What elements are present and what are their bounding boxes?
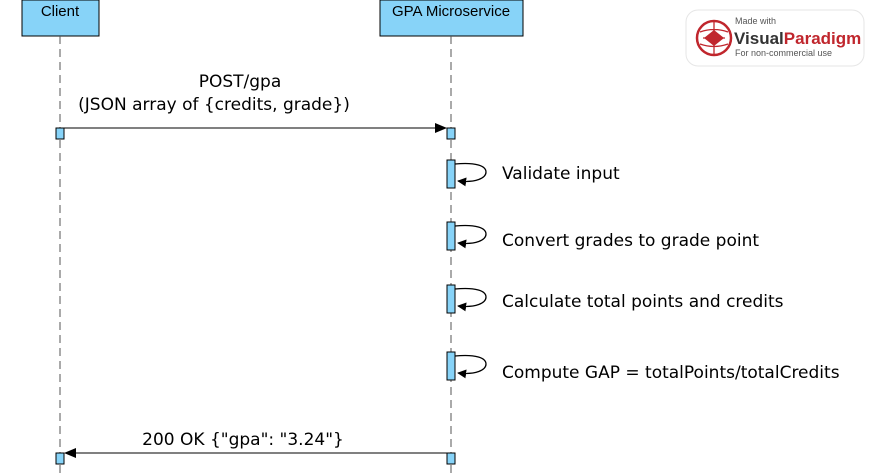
participant-service-label: GPA Microservice (392, 3, 510, 20)
response-label: 200 OK {"gpa": "3.24"} (142, 430, 344, 450)
client-activation-response (55, 452, 65, 465)
convert-self-arrow (454, 224, 487, 249)
validate-label: Validate input (502, 164, 620, 184)
watermark-made-with: Made with (735, 16, 776, 26)
message-validate-input[interactable]: Validate input (454, 162, 620, 187)
calculate-label: Calculate total points and credits (502, 292, 784, 312)
watermark-brand: VisualParadigm (734, 29, 861, 48)
calculate-self-arrow (454, 287, 487, 312)
request-label-line1: POST/gpa (199, 72, 282, 92)
watermark-box (685, 9, 865, 67)
compute-label: Compute GAP = totalPoints/totalCredits (502, 363, 840, 383)
request-label-line2: (JSON array of {credits, grade}) (78, 95, 350, 115)
message-response[interactable]: 200 OK {"gpa": "3.24"} (64, 430, 447, 458)
participant-client-box (21, 0, 100, 37)
participant-client[interactable]: Client (21, 0, 100, 37)
service-activation-calculate (446, 284, 456, 314)
participant-service-box (379, 0, 524, 37)
service-activation-request (446, 127, 456, 140)
watermark-brand-paradigm: Paradigm (784, 29, 861, 48)
convert-label: Convert grades to grade point (502, 231, 759, 251)
service-activation-validate (446, 159, 456, 189)
visual-paradigm-logo-icon (695, 19, 733, 57)
client-activation-request (55, 127, 65, 140)
validate-self-arrow (454, 162, 487, 187)
message-post-gpa[interactable]: POST/gpa (JSON array of {credits, grade}… (64, 72, 447, 133)
visual-paradigm-watermark: Made with VisualParadigm For non-commerc… (685, 9, 865, 67)
service-activation-compute (446, 351, 456, 381)
watermark-brand-visual: Visual (734, 29, 784, 48)
service-activation-response (446, 452, 456, 465)
message-convert-grades[interactable]: Convert grades to grade point (454, 224, 759, 251)
participant-client-label: Client (41, 3, 80, 20)
watermark-note: For non-commercial use (735, 48, 832, 58)
compute-self-arrow (454, 354, 487, 379)
participant-gpa-microservice[interactable]: GPA Microservice (379, 0, 524, 37)
service-activation-convert (446, 221, 456, 251)
message-calculate-totals[interactable]: Calculate total points and credits (454, 287, 784, 312)
message-compute-gap[interactable]: Compute GAP = totalPoints/totalCredits (454, 354, 840, 383)
